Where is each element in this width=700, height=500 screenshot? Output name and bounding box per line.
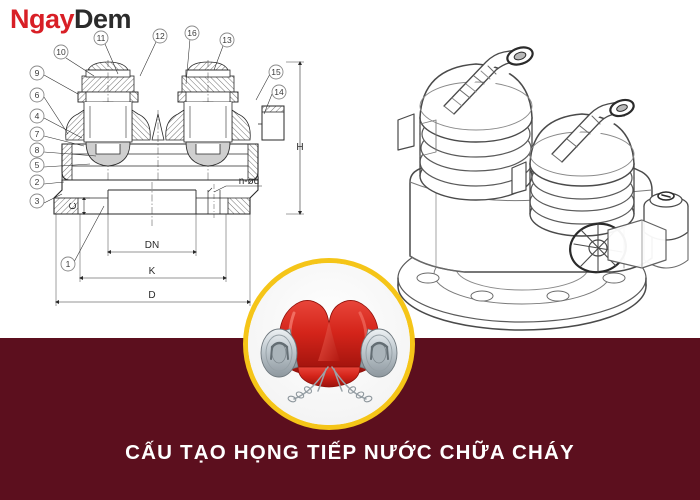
dim-label-n-od: n-ød (239, 176, 260, 187)
svg-text:10: 10 (56, 47, 66, 57)
svg-text:9: 9 (35, 68, 40, 78)
dim-label-dn: DN (145, 240, 159, 251)
page-title: CẤU TẠO HỌNG TIẾP NƯỚC CHỮA CHÁY (125, 441, 575, 464)
svg-text:6: 6 (35, 90, 40, 100)
svg-text:13: 13 (222, 35, 232, 45)
svg-text:15: 15 (271, 67, 281, 77)
svg-text:5: 5 (35, 160, 40, 170)
dim-label-k: K (149, 266, 156, 277)
svg-text:14: 14 (274, 87, 284, 97)
svg-text:4: 4 (35, 111, 40, 121)
dim-label-h: H (296, 142, 303, 153)
dim-label-c: C (68, 202, 79, 209)
technical-cross-section-drawing: 10 11 12 16 13 9 6 4 7 8 5 2 3 15 14 1 (0, 14, 340, 324)
dim-label-d: D (148, 290, 155, 301)
logo-text-secondary: Dem (74, 4, 132, 34)
svg-text:7: 7 (35, 129, 40, 139)
product-photo-inset (243, 258, 415, 430)
svg-text:12: 12 (155, 31, 165, 41)
svg-text:11: 11 (97, 33, 106, 43)
site-logo[interactable]: NgayDem (10, 4, 132, 34)
svg-text:3: 3 (35, 196, 40, 206)
svg-text:1: 1 (66, 259, 71, 269)
svg-text:8: 8 (35, 145, 40, 155)
isometric-line-art-render (336, 6, 700, 336)
svg-text:2: 2 (35, 177, 40, 187)
logo-text-primary: Ngay (10, 4, 75, 34)
svg-text:16: 16 (187, 28, 197, 38)
